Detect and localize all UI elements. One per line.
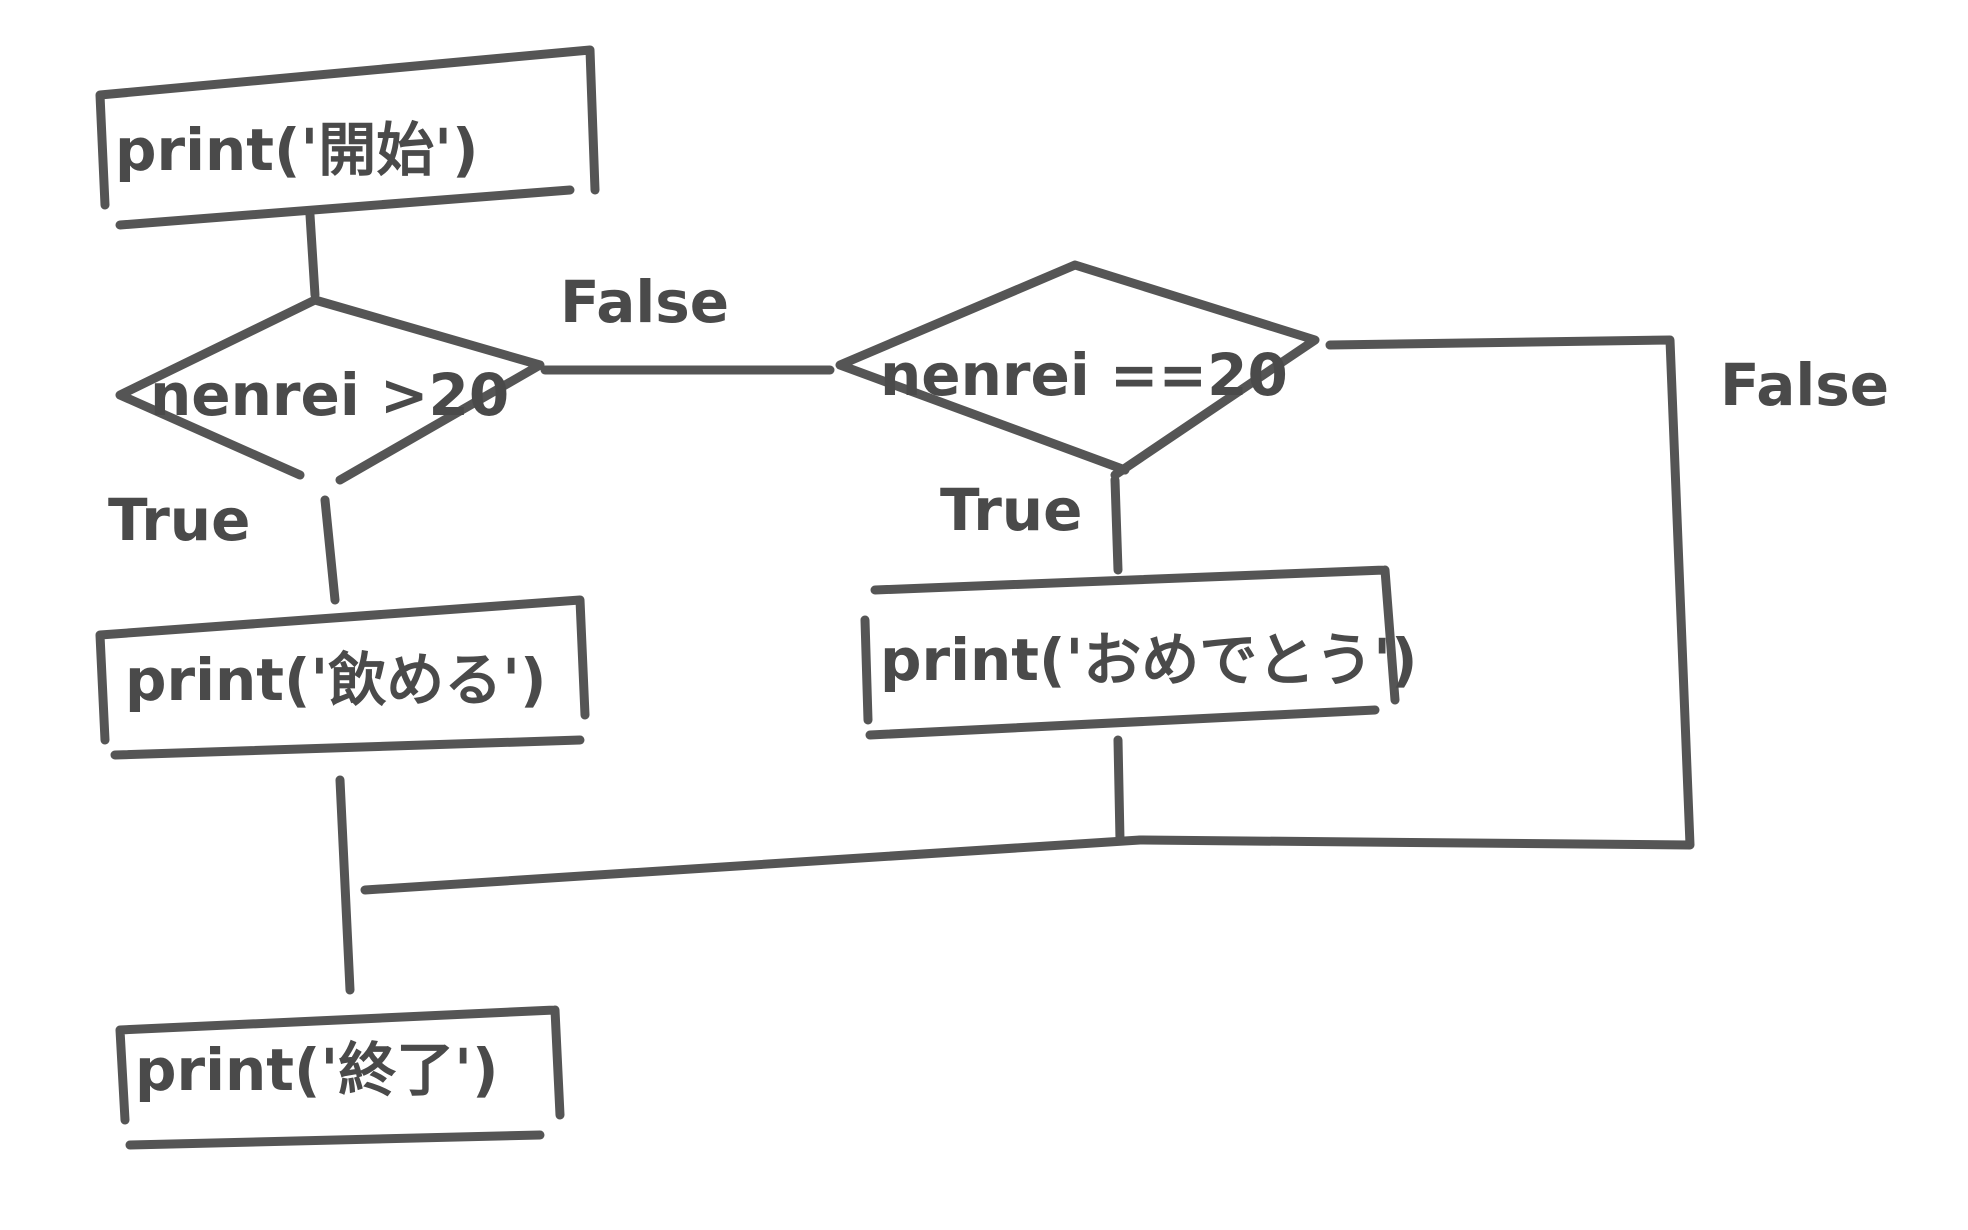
start-process-box: print('開始') xyxy=(95,45,600,230)
end-process-text: print('終了') xyxy=(135,1036,499,1104)
process-omedetou-text: print('おめでとう') xyxy=(880,626,1418,694)
connector-decision-eq-true xyxy=(1110,475,1123,575)
decision-gt-text: nenrei >20 xyxy=(150,361,509,429)
decision-gt-diamond: nenrei >20 xyxy=(115,295,545,485)
decision-eq-text: nenrei ==20 xyxy=(880,341,1288,409)
connector-start-to-decision-gt xyxy=(305,210,320,300)
edge-label-gt-false: False xyxy=(560,268,729,336)
decision-eq-diamond: nenrei ==20 xyxy=(835,260,1320,480)
connector-decision-eq-false xyxy=(1135,335,1695,850)
connector-decision-gt-true xyxy=(320,495,340,605)
start-process-text: print('開始') xyxy=(115,116,479,184)
connector-omedetou-to-merge xyxy=(1113,735,1125,845)
end-process-box: print('終了') xyxy=(115,1005,565,1150)
connector-nomeru-to-end xyxy=(335,775,355,995)
edge-label-eq-true: True xyxy=(940,476,1082,544)
edge-label-eq-false: False xyxy=(1720,351,1889,419)
process-nomeru-box: print('飲める') xyxy=(95,595,590,760)
process-nomeru-text: print('飲める') xyxy=(125,646,547,714)
process-omedetou-box: print('おめでとう') xyxy=(860,565,1418,740)
edge-label-gt-true: True xyxy=(108,486,250,554)
merge-line xyxy=(360,835,1145,895)
